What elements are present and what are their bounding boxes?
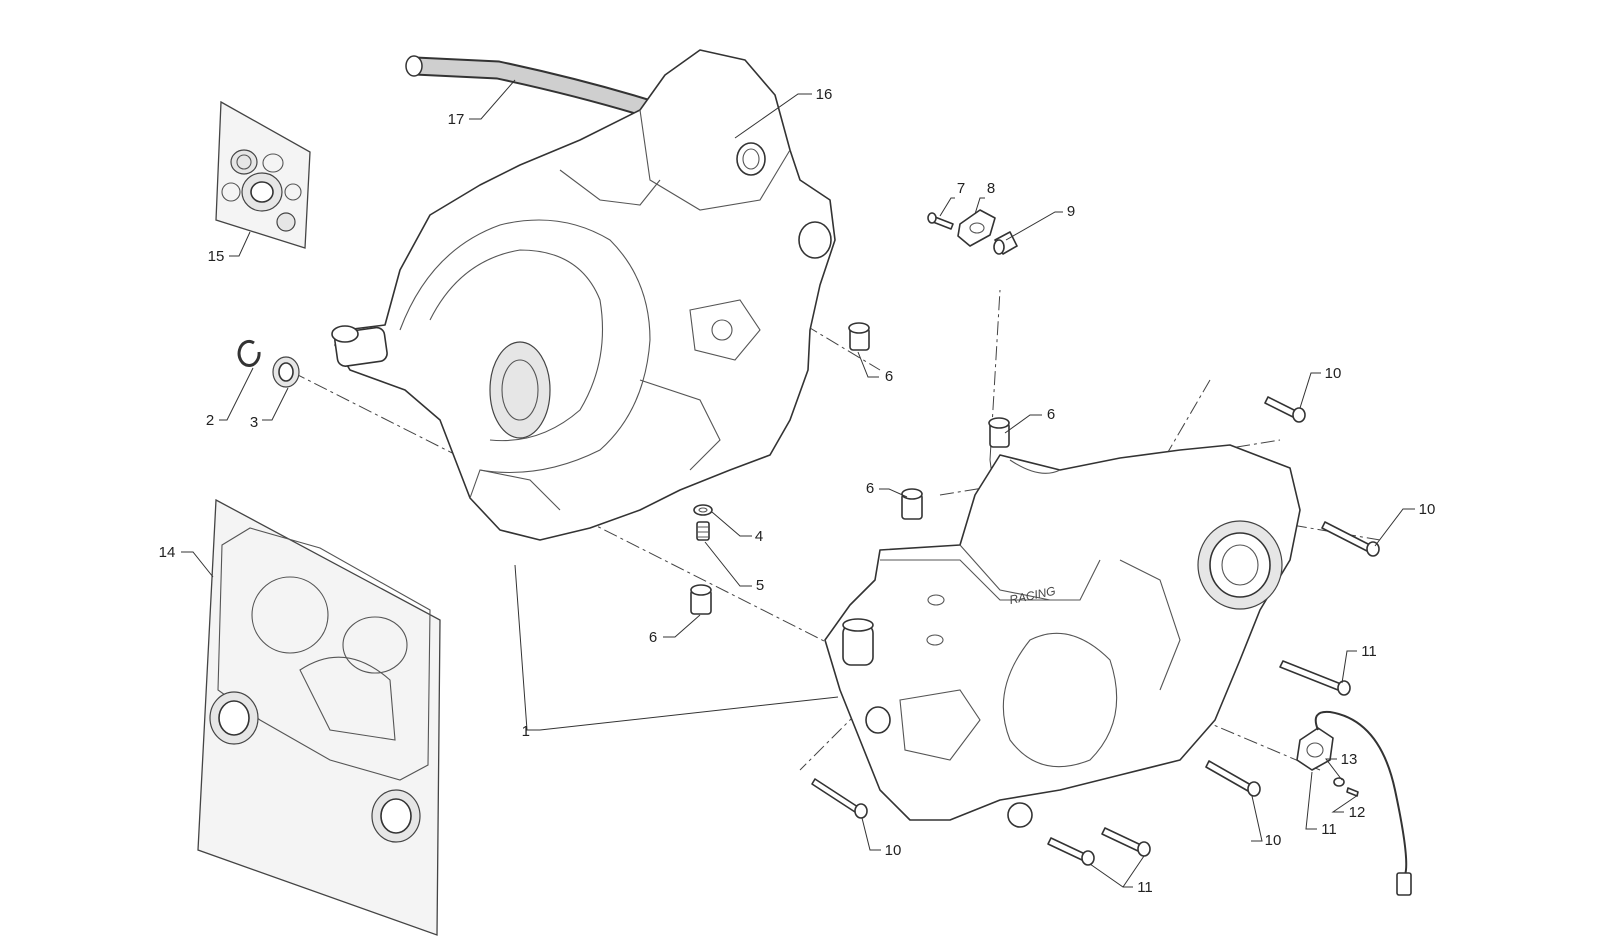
- callout-7: 7: [957, 180, 965, 197]
- bolt: [1264, 396, 1306, 423]
- cover-plate: [957, 209, 996, 247]
- dowel-pin: [988, 417, 1010, 448]
- callout-18: 16: [816, 86, 833, 103]
- callout-8: 8: [987, 180, 995, 197]
- small-screw: [927, 212, 954, 230]
- bolts: [811, 396, 1380, 866]
- sealing-washer: [693, 504, 713, 516]
- dowel-pin: [901, 488, 923, 520]
- callout-labels: 1 2 3 4 5 6 6 6 6 7 8 9 10 10 10 10 11 1…: [159, 86, 1436, 896]
- callout-12: 11: [1361, 643, 1377, 660]
- dowel-pins: [690, 322, 1010, 615]
- leader-lines: [181, 79, 1415, 888]
- callout-17: 15: [208, 248, 225, 265]
- circlip: [237, 339, 261, 367]
- callout-15: 13: [1341, 751, 1358, 768]
- callout-4: 4: [755, 528, 763, 545]
- callout-19: 17: [448, 111, 465, 128]
- bolt: [1279, 660, 1351, 696]
- dowel-pin: [848, 322, 870, 351]
- seal-kit-card: [215, 100, 311, 249]
- callout-10: 10: [1419, 501, 1436, 518]
- callout-5: 5: [756, 577, 764, 594]
- callout-16: 14: [159, 544, 176, 561]
- callout-10: 10: [885, 842, 902, 859]
- callout-11: 11: [1137, 879, 1153, 896]
- callout-9: 9: [1067, 203, 1075, 220]
- callout-10: 10: [1265, 832, 1282, 849]
- callout-6: 6: [649, 629, 657, 646]
- callout-6: 6: [1047, 406, 1055, 423]
- drain-plug: [696, 521, 710, 541]
- callout-6: 6: [885, 368, 893, 385]
- callout-11: 10: [1325, 365, 1342, 382]
- cap-plug: [993, 231, 1018, 255]
- bolt: [1047, 837, 1095, 866]
- callout-3: 3: [250, 414, 258, 431]
- oil-seal: [272, 356, 300, 388]
- callout-14: 12: [1349, 804, 1366, 821]
- bolt: [1205, 760, 1261, 797]
- bolt: [1321, 521, 1380, 557]
- crank-position-sensor: [1296, 710, 1412, 896]
- sensor-screw: [1346, 787, 1359, 797]
- callout-6: 6: [866, 480, 874, 497]
- left-crankcase-half: [331, 49, 836, 541]
- callout-13: 11: [1321, 821, 1337, 838]
- bolt: [1101, 827, 1151, 857]
- right-crankcase-half: RACING: [824, 444, 1301, 828]
- callout-2: 2: [206, 412, 214, 429]
- bolt: [811, 778, 868, 819]
- callout-1: 1: [522, 723, 530, 740]
- sensor-washer: [1333, 777, 1345, 787]
- dowel-pin: [690, 584, 712, 615]
- gasket-kit-card: [197, 498, 441, 936]
